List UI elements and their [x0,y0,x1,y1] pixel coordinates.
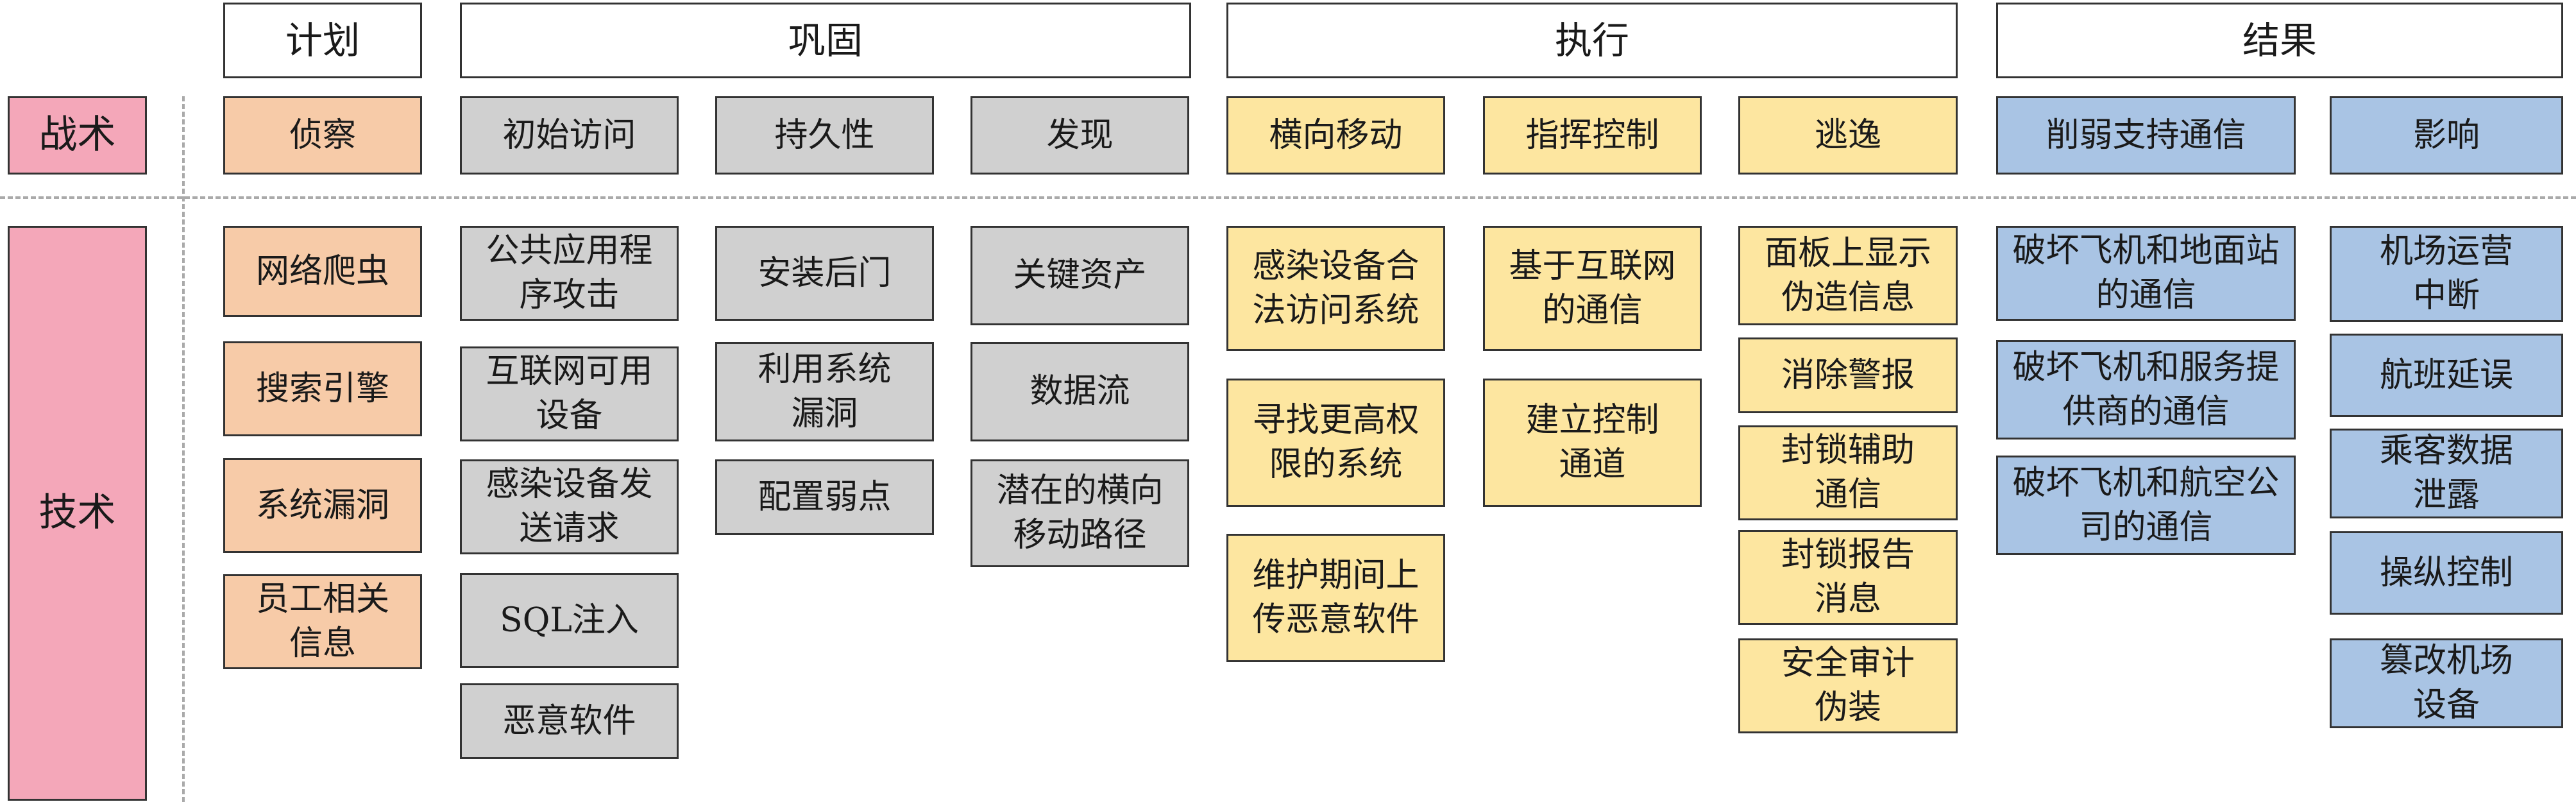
tactic-initial-access-label: 初始访问 [502,115,636,155]
row-label-tactics-text: 战术 [38,112,116,158]
technique-label: 面板上显示伪造信息 [1764,234,1931,317]
technique-label: 员工相关信息 [255,580,389,663]
technique-label: 维护期间上传恶意软件 [1252,556,1419,639]
tactic-impact: 影响 [2330,96,2563,175]
phase-consolidate-label: 巩固 [788,18,863,62]
technique-label: 封锁报告消息 [1781,536,1915,619]
tactic-impair-comms-label: 削弱支持通信 [2046,115,2246,155]
row-label-tactics: 战术 [8,96,147,175]
technique-box: 篡改机场设备 [2330,638,2563,728]
phase-plan-label: 计划 [285,18,360,62]
technique-box: 利用系统漏洞 [715,342,934,441]
technique-label: 关键资产 [1013,256,1147,295]
technique-box: 感染设备合法访问系统 [1226,226,1445,351]
technique-box: 安装后门 [715,226,934,321]
tactic-command-control-label: 指挥控制 [1525,115,1659,155]
technique-box: 乘客数据泄露 [2330,429,2563,518]
technique-label: 机场运营中断 [2379,232,2513,315]
technique-label: 潜在的横向移动路径 [996,472,1164,554]
phase-execute-header: 执行 [1226,3,1958,78]
tactic-discovery: 发现 [970,96,1189,175]
technique-label: 系统漏洞 [255,486,389,525]
technique-label: 互联网可用设备 [486,352,653,435]
technique-label: 破坏飞机和地面站的通信 [2012,232,2280,314]
technique-label: 搜索引擎 [255,369,389,408]
phase-execute-label: 执行 [1554,18,1629,62]
technique-box: 网络爬虫 [223,226,422,317]
technique-label: 航班延误 [2379,355,2513,395]
technique-box: 感染设备发送请求 [460,459,679,554]
technique-box: 面板上显示伪造信息 [1738,226,1958,325]
technique-label: 利用系统漏洞 [758,350,892,433]
phase-plan-header: 计划 [223,3,422,78]
tactic-discovery-label: 发现 [1046,115,1114,155]
technique-box: 航班延误 [2330,334,2563,417]
row-label-techniques-text: 技术 [38,490,116,536]
technique-box: 恶意软件 [460,683,679,759]
technique-box: 破坏飞机和航空公司的通信 [1996,456,2296,555]
technique-label: 篡改机场设备 [2379,642,2513,724]
technique-label: 感染设备合法访问系统 [1252,246,1419,330]
technique-box: 消除警报 [1738,337,1958,413]
technique-box: 互联网可用设备 [460,346,679,441]
technique-label: 寻找更高权限的系统 [1252,401,1419,484]
tactic-evasion: 逃逸 [1738,96,1958,175]
technique-box: 基于互联网的通信 [1483,226,1702,351]
technique-box: 关键资产 [970,226,1189,325]
tactic-lateral-movement: 横向移动 [1226,96,1445,175]
technique-box: 公共应用程序攻击 [460,226,679,321]
technique-label: 消除警报 [1781,355,1915,395]
technique-box: 维护期间上传恶意软件 [1226,534,1445,662]
vertical-divider [182,96,185,802]
technique-box: 系统漏洞 [223,458,422,553]
tactic-lateral-movement-label: 横向移动 [1269,115,1403,155]
technique-box: SQL注入 [460,573,679,668]
technique-label: 基于互联网的通信 [1509,246,1676,330]
row-label-techniques: 技术 [8,226,147,801]
technique-label: 感染设备发送请求 [486,465,653,548]
technique-box: 潜在的横向移动路径 [970,459,1189,567]
tactic-evasion-label: 逃逸 [1814,115,1881,155]
technique-box: 建立控制通道 [1483,379,1702,507]
technique-label: 破坏飞机和服务提供商的通信 [2012,348,2280,431]
technique-label: 网络爬虫 [255,252,389,291]
tactic-impair-comms: 削弱支持通信 [1996,96,2296,175]
technique-box: 封锁辅助通信 [1738,425,1958,520]
technique-label: SQL注入 [500,601,639,640]
technique-label: 封锁辅助通信 [1781,431,1915,514]
technique-label: 安装后门 [758,253,892,293]
technique-label: 数据流 [1030,372,1130,411]
technique-label: 破坏飞机和航空公司的通信 [2012,463,2280,547]
technique-box: 破坏飞机和服务提供商的通信 [1996,340,2296,439]
technique-label: 公共应用程序攻击 [486,232,653,314]
tactic-recon-label: 侦察 [289,115,356,155]
phase-result-label: 结果 [2242,18,2317,62]
technique-box: 数据流 [970,342,1189,441]
technique-box: 封锁报告消息 [1738,530,1958,625]
technique-label: 安全审计伪装 [1781,644,1915,727]
technique-box: 寻找更高权限的系统 [1226,379,1445,507]
technique-box: 配置弱点 [715,459,934,535]
technique-label: 配置弱点 [758,477,892,516]
technique-label: 建立控制通道 [1525,401,1659,484]
horizontal-divider [0,196,2576,199]
technique-label: 恶意软件 [502,701,636,740]
tactic-command-control: 指挥控制 [1483,96,1702,175]
tactic-impact-label: 影响 [2412,115,2480,155]
tactic-persistence: 持久性 [715,96,934,175]
tactic-recon: 侦察 [223,96,422,175]
tactic-persistence-label: 持久性 [774,115,875,155]
technique-box: 员工相关信息 [223,574,422,669]
technique-box: 机场运营中断 [2330,226,2563,322]
technique-box: 操纵控制 [2330,531,2563,615]
phase-consolidate-header: 巩固 [460,3,1191,78]
technique-label: 乘客数据泄露 [2379,432,2513,515]
technique-box: 破坏飞机和地面站的通信 [1996,226,2296,321]
technique-box: 搜索引擎 [223,341,422,436]
technique-label: 操纵控制 [2379,553,2513,592]
phase-result-header: 结果 [1996,3,2563,78]
technique-box: 安全审计伪装 [1738,638,1958,733]
tactic-initial-access: 初始访问 [460,96,679,175]
